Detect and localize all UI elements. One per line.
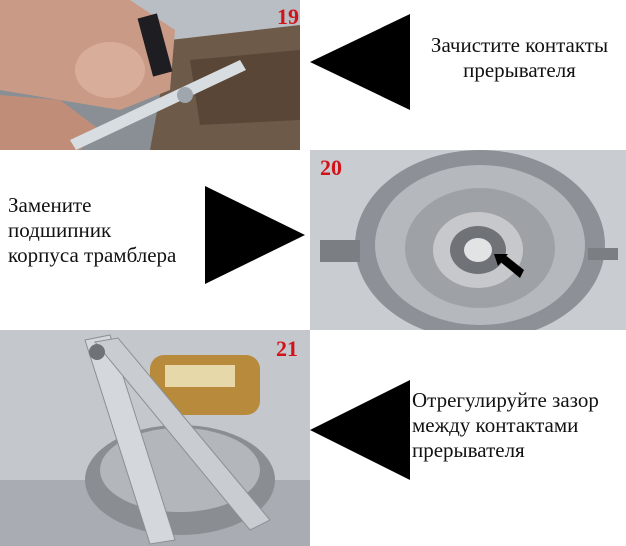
pointer-arrow-icon — [310, 380, 410, 480]
caption-line: подшипник — [8, 218, 112, 242]
step-19-number: 19 — [277, 4, 299, 29]
caption-line: корпуса трамблера — [8, 243, 177, 267]
step-20-photo — [310, 150, 626, 330]
caption-line: Отрегулируйте зазор — [412, 388, 599, 412]
pointer-arrow-icon — [310, 14, 410, 110]
step-19-caption: Зачистите контакты прерывателя — [417, 33, 622, 83]
step-20-number: 20 — [320, 155, 342, 180]
step-21-photo — [0, 330, 310, 546]
step-19-photo — [0, 0, 300, 150]
caption-line: Замените — [8, 193, 92, 217]
pointer-arrow-icon — [205, 186, 305, 284]
caption-line: прерывателя — [412, 438, 525, 462]
caption-line: прерывателя — [463, 58, 576, 82]
step-20-caption: Замените подшипник корпуса трамблера — [8, 193, 176, 268]
step-21-caption: Отрегулируйте зазор между контактами пре… — [412, 388, 599, 463]
caption-line: между контактами — [412, 413, 579, 437]
caption-line: Зачистите контакты — [430, 33, 609, 57]
step-21-number: 21 — [276, 336, 298, 361]
